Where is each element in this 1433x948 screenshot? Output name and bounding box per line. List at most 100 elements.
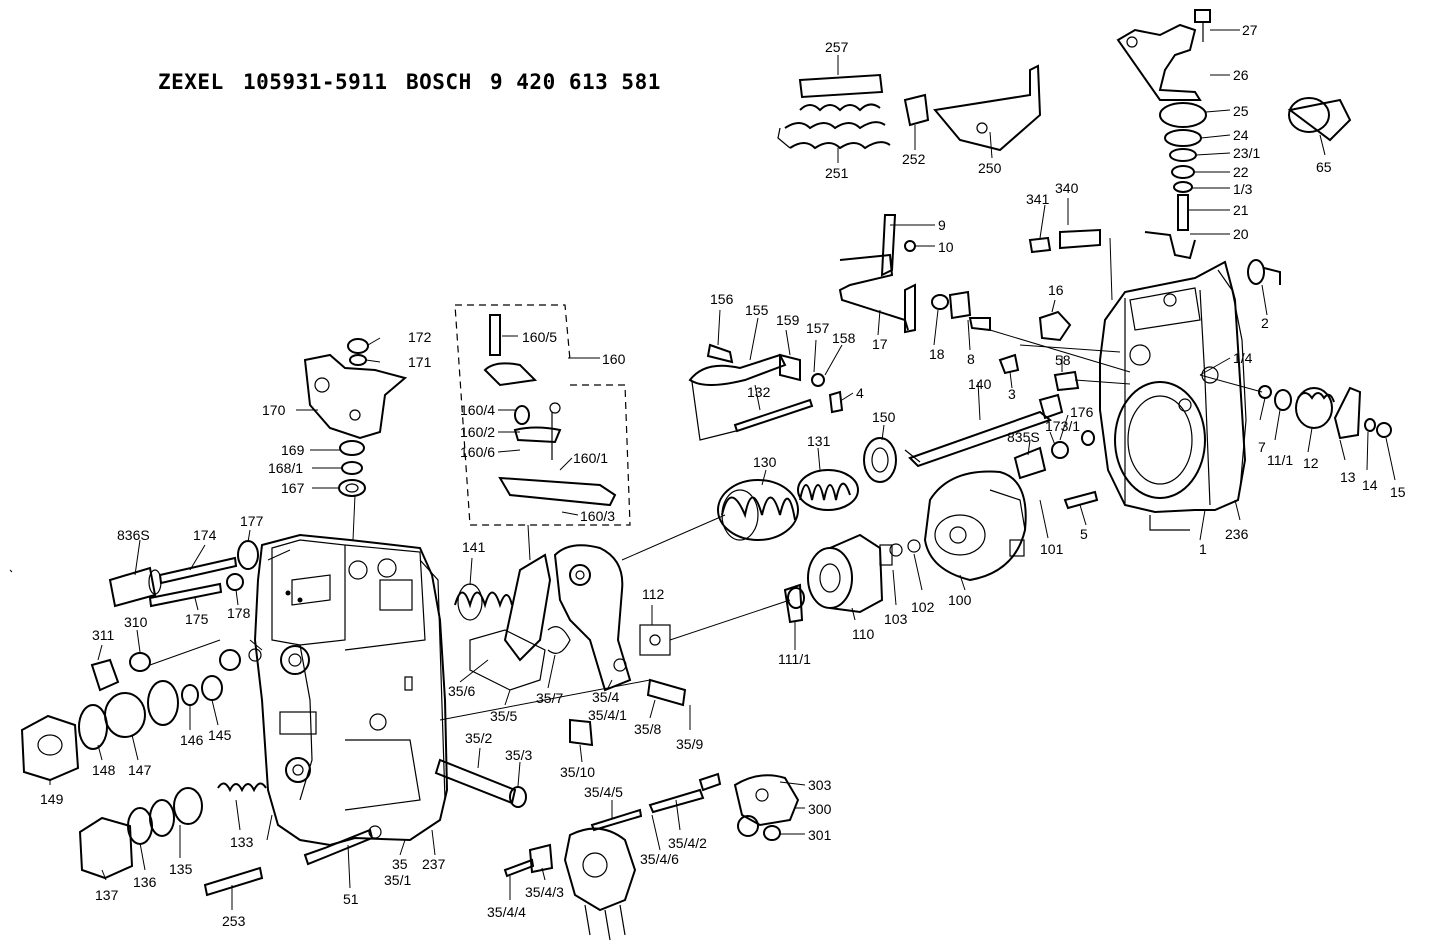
header-brand-zexel: ZEXEL xyxy=(158,70,224,94)
callout-145: 145 xyxy=(208,727,232,743)
springs-251-257 xyxy=(777,64,1042,152)
lower-linkage-parts xyxy=(503,583,805,941)
callout-160-4: 160/4 xyxy=(460,402,496,418)
callout-35-4-5: 35/4/5 xyxy=(584,784,623,800)
governor-cover-parts xyxy=(1116,9,1352,285)
callout-14: 14 xyxy=(1362,477,1378,493)
pump-housing xyxy=(248,533,449,847)
callout-135: 135 xyxy=(169,861,193,877)
callout-250: 250 xyxy=(978,160,1002,176)
callout-147: 147 xyxy=(128,762,152,778)
callout-160-3: 160/3 xyxy=(580,508,616,524)
front-nuts xyxy=(20,649,374,897)
assembly-160-box xyxy=(454,304,631,526)
callout-21: 21 xyxy=(1233,202,1249,218)
callout-9: 9 xyxy=(938,217,946,233)
callout-237: 237 xyxy=(422,856,446,872)
header-zexel-number: 105931-5911 xyxy=(243,70,388,94)
rod-140 xyxy=(904,393,1064,468)
callout-65: 65 xyxy=(1316,159,1332,175)
callout-23-1: 23/1 xyxy=(1233,145,1261,161)
rod-35-2 xyxy=(434,758,527,808)
callout-35-8: 35/8 xyxy=(634,721,662,737)
callout-252: 252 xyxy=(902,151,926,167)
callout-111-1: 111/1 xyxy=(778,651,811,667)
callout-253: 253 xyxy=(222,913,246,929)
pump-end-housing xyxy=(1099,260,1247,531)
bolts-174-175 xyxy=(108,540,259,608)
callout-35-1: 35/1 xyxy=(384,872,412,888)
callout-251: 251 xyxy=(825,165,849,181)
callout-835S: 835S xyxy=(1007,429,1040,445)
callout-1-4: 1/4 xyxy=(1233,350,1253,366)
callout-18: 18 xyxy=(929,346,945,362)
callout-130: 130 xyxy=(753,454,777,470)
callout-257: 257 xyxy=(825,39,849,55)
callout-236: 236 xyxy=(1225,526,1249,542)
callout-35-3: 35/3 xyxy=(505,747,533,763)
callout-311: 311 xyxy=(92,627,115,643)
callout-301: 301 xyxy=(808,827,832,843)
callout-11-1: 11/1 xyxy=(1267,452,1294,468)
callout-35-9: 35/9 xyxy=(676,736,704,752)
header-bosch-number: 9 420 613 581 xyxy=(490,70,661,94)
header-brand-bosch: BOSCH xyxy=(406,70,472,94)
callout-22: 22 xyxy=(1233,164,1249,180)
callout-140: 140 xyxy=(968,376,992,392)
callout-836S: 836S xyxy=(117,527,150,543)
callout-35-4-3: 35/4/3 xyxy=(525,884,564,900)
governor-springs xyxy=(717,437,897,541)
callout-171: 171 xyxy=(408,354,432,370)
callout-7: 7 xyxy=(1258,439,1266,455)
callout-150: 150 xyxy=(872,409,896,425)
callout-100: 100 xyxy=(948,592,972,608)
callout-4: 4 xyxy=(856,385,864,401)
lever-linkages xyxy=(688,214,991,441)
callout-160-5: 160/5 xyxy=(522,329,558,345)
callout-159: 159 xyxy=(776,312,800,328)
callout-13: 13 xyxy=(1340,469,1356,485)
callout-133: 133 xyxy=(230,834,254,850)
callout-24: 24 xyxy=(1233,127,1249,143)
callout-35-5: 35/5 xyxy=(490,708,518,724)
spring-141 xyxy=(454,583,513,621)
callout-132: 132 xyxy=(747,384,771,400)
callout-300: 300 xyxy=(808,801,832,817)
callout-35-10: 35/10 xyxy=(560,764,596,780)
callout-51: 51 xyxy=(343,891,359,907)
callout-35-6: 35/6 xyxy=(448,683,476,699)
callout-110: 110 xyxy=(852,626,875,642)
callout-170: 170 xyxy=(262,402,286,418)
callout-340: 340 xyxy=(1055,180,1079,196)
callout-160: 160 xyxy=(602,351,626,367)
callout-310: 310 xyxy=(124,614,148,630)
callout-35-7: 35/7 xyxy=(536,690,564,706)
callout-341: 341 xyxy=(1026,191,1050,207)
callout-26: 26 xyxy=(1233,67,1249,83)
callout-8: 8 xyxy=(967,351,975,367)
callout-35: 35 xyxy=(392,856,408,872)
callout-3: 3 xyxy=(1008,386,1016,402)
callout-173-1: 173/1 xyxy=(1045,418,1081,434)
callout-169: 169 xyxy=(281,442,305,458)
callout-178: 178 xyxy=(227,605,251,621)
callout-101: 101 xyxy=(1040,541,1064,557)
misc-bolts xyxy=(998,228,1101,510)
callout-35-4-2: 35/4/2 xyxy=(668,835,707,851)
callout-167: 167 xyxy=(281,480,305,496)
callout-35-4: 35/4 xyxy=(592,689,620,705)
callout-172: 172 xyxy=(408,329,432,345)
callout-168-1: 168/1 xyxy=(268,460,304,476)
callout-160-6: 160/6 xyxy=(460,444,496,460)
flyweight-100 xyxy=(923,470,1027,582)
callout-175: 175 xyxy=(185,611,209,627)
callout-27: 27 xyxy=(1242,22,1258,38)
callout-146: 146 xyxy=(180,732,204,748)
callout-17: 17 xyxy=(872,336,888,352)
callout-160-1: 160/1 xyxy=(573,450,609,466)
end-cap-parts xyxy=(1258,385,1392,440)
callout-177: 177 xyxy=(240,513,264,529)
callout-112: 112 xyxy=(642,586,665,602)
callout-155: 155 xyxy=(745,302,769,318)
